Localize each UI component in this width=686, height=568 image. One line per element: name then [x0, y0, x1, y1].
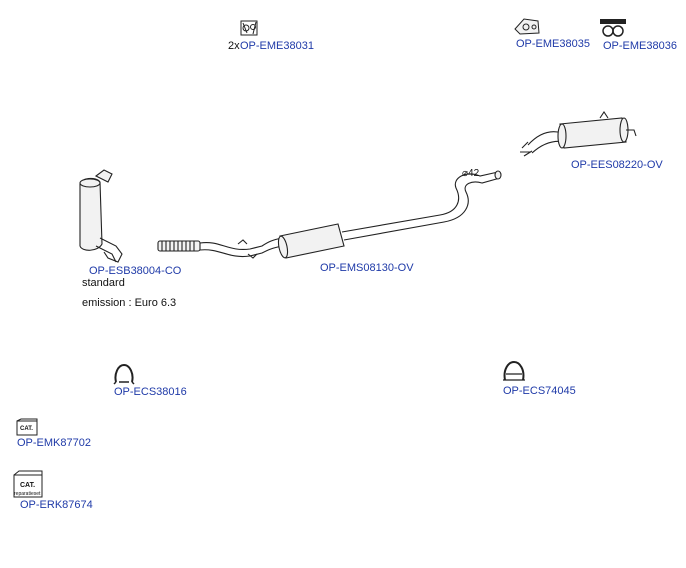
filter-note-standard: standard — [82, 277, 125, 289]
clamp-icon-2[interactable] — [500, 358, 528, 384]
particulate-filter — [79, 169, 123, 263]
flex-pipe — [157, 240, 201, 252]
part-link-eme38036[interactable]: OP-EME38036 — [603, 40, 677, 52]
rubber-hanger-icon[interactable] — [598, 17, 628, 39]
part-link-ees08220[interactable]: OP-EES08220-OV — [571, 159, 663, 171]
part-link-ecs38016[interactable]: OP-ECS38016 — [114, 386, 187, 398]
catalyst-repair-kit-icon[interactable] — [13, 470, 45, 498]
repair-kit-sub: reparatieset — [14, 491, 41, 497]
part-link-emk87702[interactable]: OP-EMK87702 — [17, 437, 91, 449]
part-link-eme38035[interactable]: OP-EME38035 — [516, 38, 590, 50]
rear-silencer — [520, 111, 637, 157]
front-pipe — [199, 237, 283, 251]
mounting-bracket-icon[interactable] — [512, 15, 542, 37]
part-link-ems08130[interactable]: OP-EMS08130-OV — [320, 262, 414, 274]
part-link-esb38004[interactable]: OP-ESB38004-CO — [89, 265, 182, 277]
part-link-ecs74045[interactable]: OP-ECS74045 — [503, 385, 576, 397]
mounting-kit-badge: CAT. — [20, 426, 33, 432]
center-pipe — [341, 171, 499, 233]
pipe-diameter-label: ⌀42 — [462, 168, 480, 179]
catalyst-mounting-kit-icon[interactable] — [16, 418, 38, 436]
quantity-prefix: 2x — [228, 40, 240, 52]
clamp-icon[interactable] — [112, 362, 136, 386]
mounting-kit-icon[interactable] — [238, 18, 262, 38]
part-link-eme38031[interactable]: OP-EME38031 — [240, 40, 314, 52]
filter-note-emission: emission : Euro 6.3 — [82, 297, 177, 309]
part-link-erk87674[interactable]: OP-ERK87674 — [20, 499, 93, 511]
middle-silencer — [277, 223, 345, 259]
repair-kit-badge: CAT. — [20, 482, 36, 489]
